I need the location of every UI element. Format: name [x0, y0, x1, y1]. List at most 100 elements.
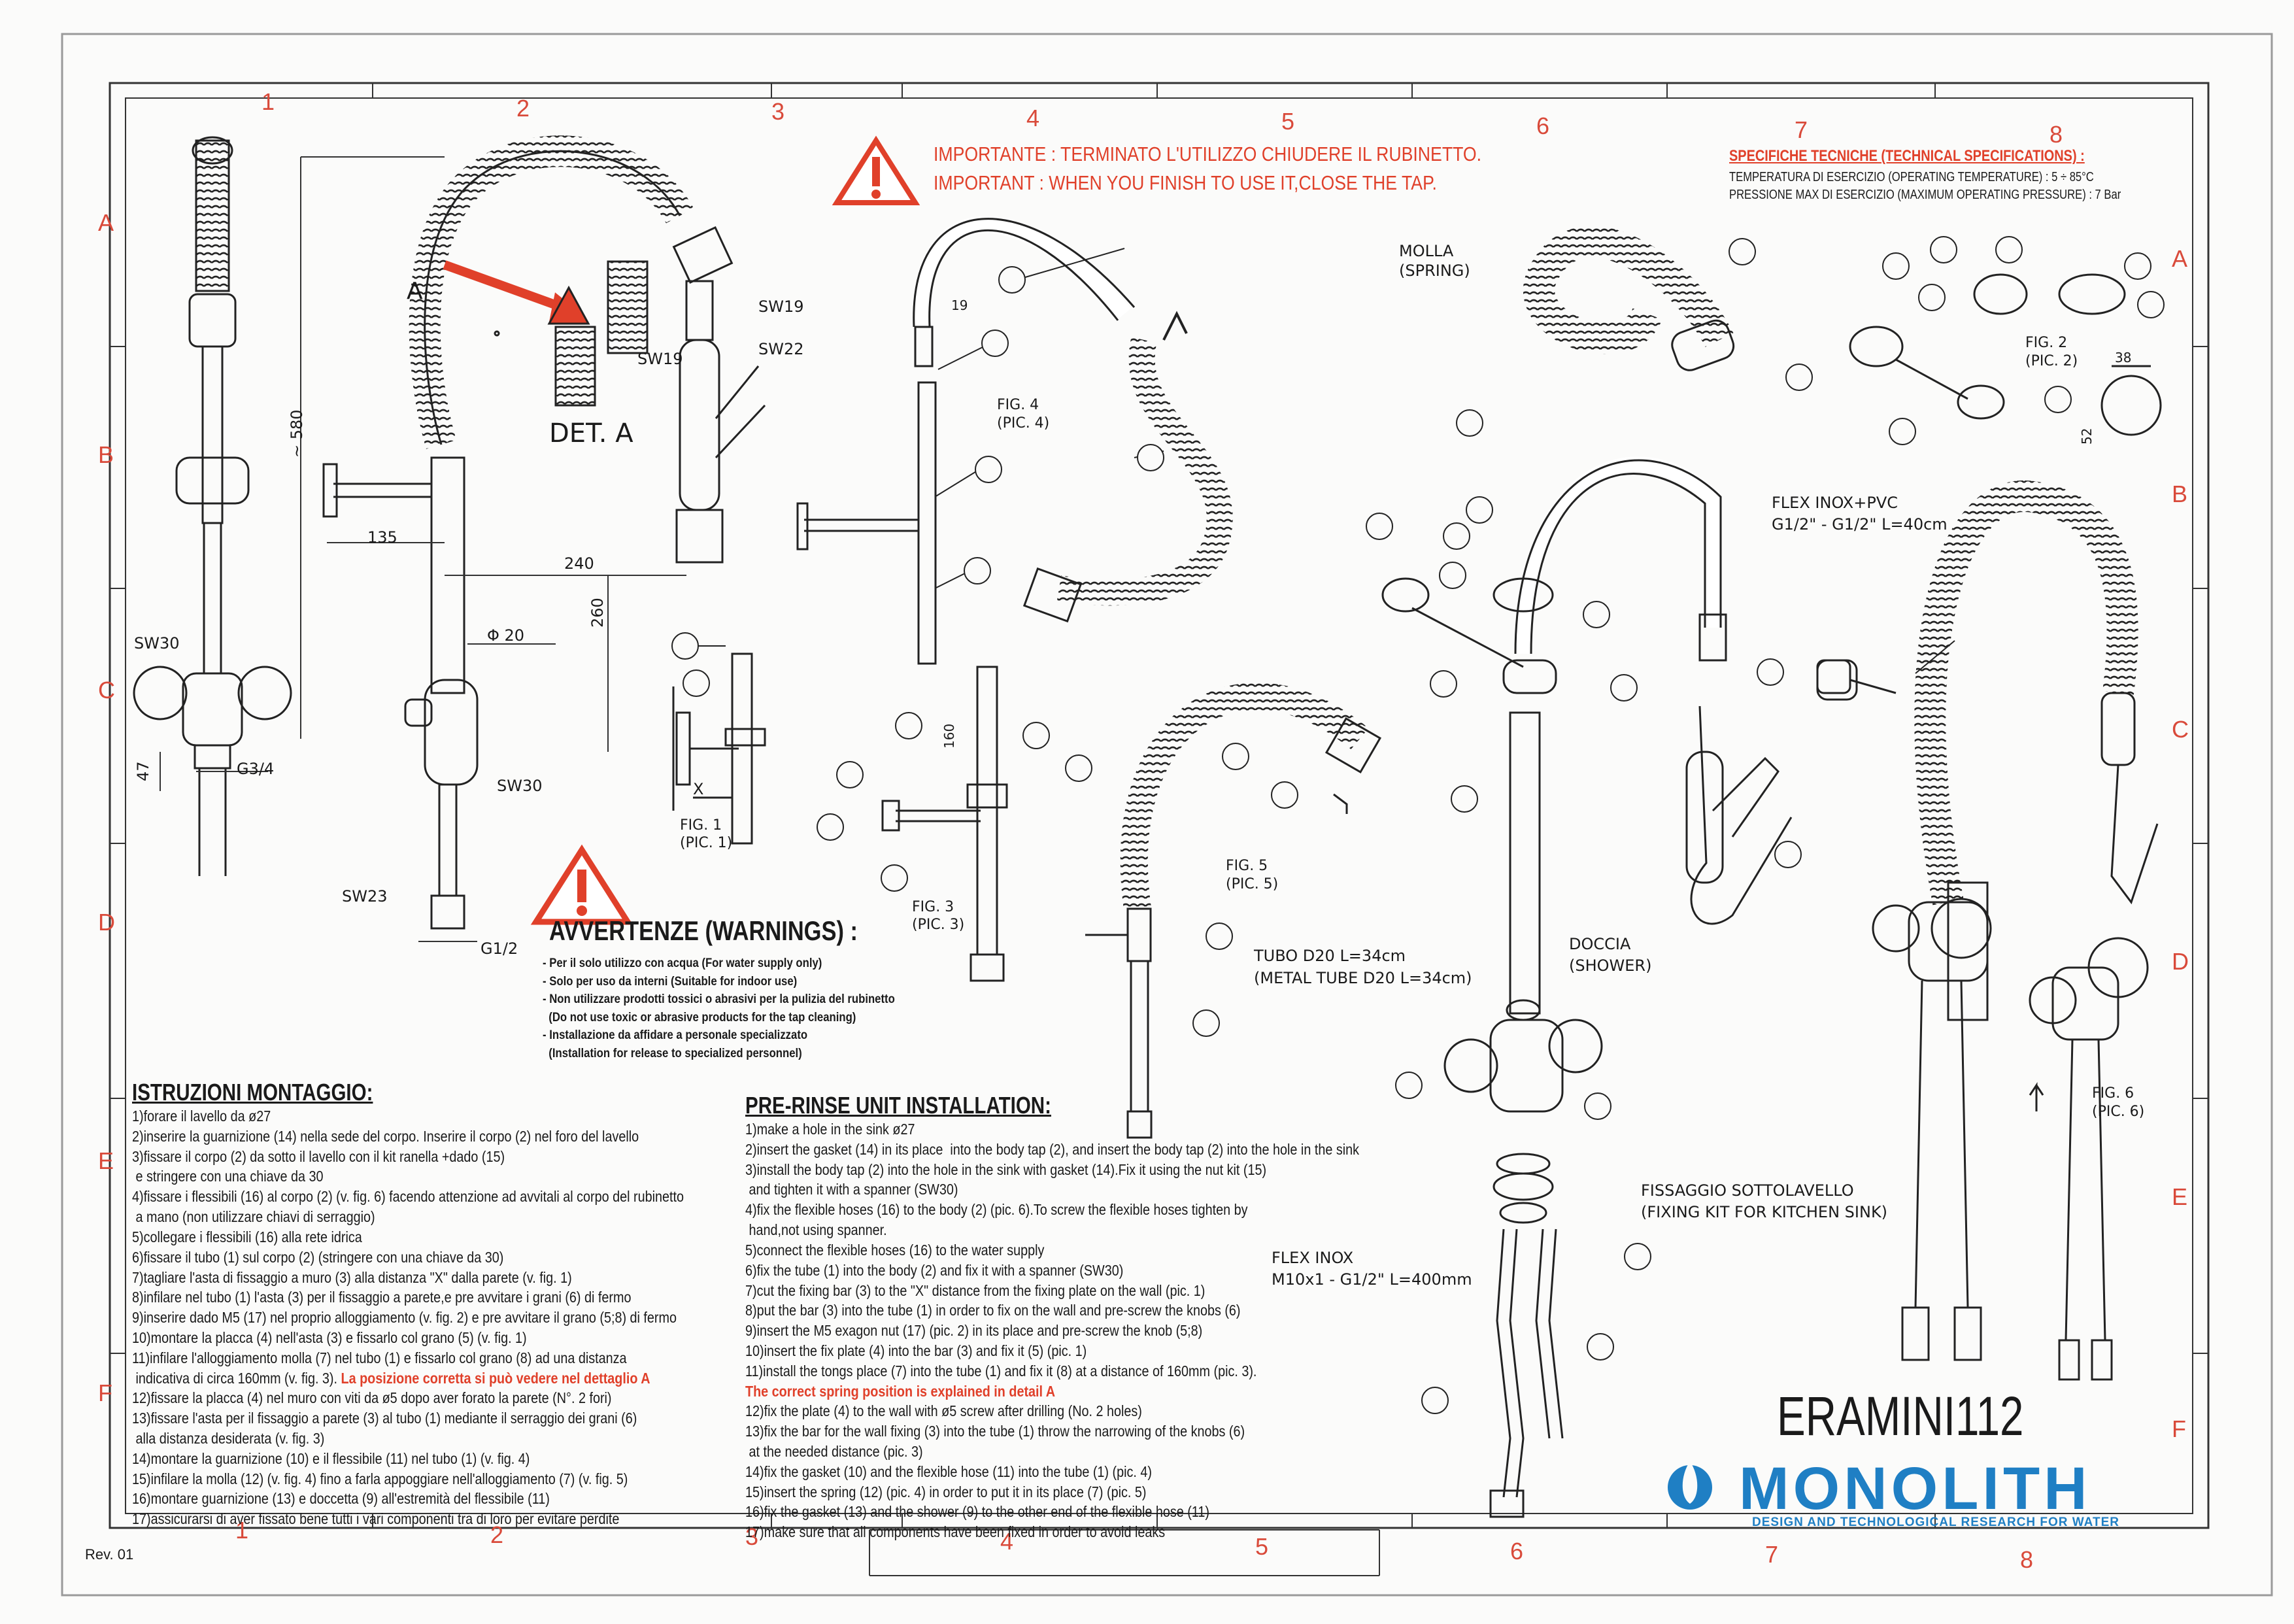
sw22-label: SW22 [758, 340, 804, 358]
instruction-line: 4)fissare i flessibili (16) al corpo (2)… [132, 1188, 684, 1206]
column-label: 5 [1281, 108, 1295, 135]
dimension-label: X [693, 780, 704, 798]
warning-item: (Do not use toxic or abrasive products f… [543, 1010, 856, 1024]
instructions-it-list: 1)forare il lavello da ø27 2)inserire la… [132, 1106, 684, 1529]
row-label: D [2172, 948, 2189, 975]
figure-label: (PIC. 2) [2025, 353, 2078, 369]
dimension-label: 19 [951, 297, 968, 313]
detail-a-marker: A [407, 278, 423, 305]
brand-tagline: DESIGN AND TECHNOLOGICAL RESEARCH FOR WA… [1752, 1515, 2119, 1529]
fixing-kit-label-en: (FIXING KIT FOR KITCHEN SINK) [1641, 1203, 1888, 1221]
instruction-line: 2)inserire la guarnizione (14) nella sed… [132, 1127, 639, 1145]
figure-label: (PIC. 4) [997, 415, 1050, 431]
instruction-line: 12)fissare la placca (4) nel muro con vi… [132, 1389, 612, 1407]
instruction-line: 9)insert the M5 exagon nut (17) (pic. 2)… [745, 1322, 1203, 1340]
instruction-line: 1)forare il lavello da ø27 [132, 1108, 271, 1125]
instruction-line: 3)fissare il corpo (2) da sotto il lavel… [132, 1147, 505, 1165]
fig-2 [1849, 273, 2162, 436]
instruction-line: 15)infilare la molla (12) (v. fig. 4) fi… [132, 1470, 628, 1487]
paper-border [61, 33, 2273, 1597]
fixing-kit-label: FISSAGGIO SOTTOLAVELLO [1641, 1181, 1854, 1200]
column-label: 2 [516, 95, 530, 122]
warning-item: - Non utilizzare prodotti tossici o abra… [543, 992, 895, 1007]
row-label: F [2172, 1415, 2186, 1442]
monolith-logo-icon [1668, 1461, 1712, 1510]
row-label: D [98, 909, 115, 936]
figure-label: FIG. 5 [1226, 858, 1268, 874]
instruction-line: 14)montare la guarnizione (10) e il fles… [132, 1449, 530, 1467]
sw30-label: SW30 [134, 634, 180, 652]
instruction-line: a mano (non utilizzare chiavi di serragg… [132, 1208, 375, 1226]
instruction-line: 10)montare la placca (4) nell'asta (3) e… [132, 1328, 527, 1346]
figure-label: (PIC. 3) [912, 917, 965, 933]
frame-inner [125, 97, 2193, 1514]
sw30-label: SW30 [497, 777, 543, 795]
fig-5 [1085, 683, 1382, 1139]
row-label: B [2172, 481, 2188, 507]
fig-1 [672, 652, 766, 845]
instruction-line: 9)inserire dado M5 (17) nel proprio allo… [132, 1309, 677, 1327]
instruction-line: 5)collegare i flessibili (16) alla rete … [132, 1228, 362, 1245]
instruction-line: 16)fix the gasket (13) and the shower (9… [745, 1503, 1209, 1521]
shower-label-en: (SHOWER) [1569, 956, 1652, 975]
fig-3 [881, 666, 1008, 982]
row-label: A [2172, 245, 2188, 272]
instruction-line: 1)make a hole in the sink ø27 [745, 1121, 915, 1138]
warning-item: - Installazione da affidare a personale … [543, 1028, 808, 1043]
figure-label: FIG. 3 [912, 899, 954, 915]
figure-label: (PIC. 6) [2092, 1104, 2145, 1120]
instruction-line: at the needed distance (pic. 3) [745, 1443, 923, 1460]
warning-item: - Solo per uso da interni (Suitable for … [543, 974, 798, 989]
instruction-line: 13)fissare l'asta per il fissaggio a par… [132, 1410, 637, 1427]
instruction-line: 12)fix the plate (4) to the wall with ø5… [745, 1402, 1142, 1420]
instruction-line: 6)fissare il tubo (1) sul corpo (2) (str… [132, 1248, 504, 1266]
flex-inox-spec: M10x1 - G1/2" L=400mm [1272, 1270, 1472, 1289]
dimension-label: Φ 20 [487, 626, 525, 645]
figure-label: (PIC. 5) [1226, 876, 1279, 892]
frame-outer [109, 82, 2210, 1529]
specs-title: SPECIFICHE TECNICHE (TECHNICAL SPECIFICA… [1729, 147, 2085, 165]
figure-label: FIG. 2 [2025, 335, 2068, 351]
column-label: 6 [1510, 1538, 1524, 1565]
instruction-line: 17)assicurarsi di aver fissato bene tutt… [132, 1510, 620, 1528]
column-label: 3 [745, 1523, 759, 1550]
instruction-line: 7)tagliare l'asta di fissaggio a muro (3… [132, 1268, 572, 1286]
row-label: E [98, 1147, 114, 1174]
flex-inox-label: FLEX INOX [1272, 1249, 1354, 1267]
column-label: 7 [1765, 1541, 1779, 1568]
column-label: 2 [490, 1521, 504, 1548]
dimension-label: ~ 580 [288, 409, 306, 458]
instruction-line: 5)connect the flexible hoses (16) to the… [745, 1241, 1045, 1259]
part-balloons [671, 236, 2165, 1414]
row-label: F [98, 1379, 112, 1406]
specs-pressure: PRESSIONE MAX DI ESERCIZIO (MAXIMUM OPER… [1729, 188, 2121, 202]
instruction-line: 6)fix the tube (1) into the body (2) and… [745, 1261, 1124, 1279]
column-label: 8 [2049, 121, 2063, 148]
instruction-line: 2)insert the gasket (14) in its place in… [745, 1140, 1359, 1158]
thread-g34-label: G3/4 [237, 760, 275, 778]
warning-item: (Installation for release to specialized… [543, 1046, 802, 1060]
dimension-label: 135 [367, 528, 397, 547]
column-label: 6 [1536, 112, 1550, 139]
title-block [869, 1529, 1380, 1576]
instruction-line: e stringere con una chiave da 30 [132, 1168, 324, 1185]
row-label: A [98, 209, 114, 236]
dimension-label: 38 [2115, 350, 2132, 365]
instruction-text: indicativa di circa 160mm (v. fig. 3). [132, 1369, 341, 1387]
important-note-en: IMPORTANT : WHEN YOU FINISH TO USE IT,CL… [934, 171, 1437, 194]
dimension-label: 47 [134, 761, 152, 781]
instructions-en-list: 1)make a hole in the sink ø27 2)insert t… [745, 1119, 1359, 1542]
column-label: 1 [235, 1517, 249, 1544]
spring-label-en: (SPRING) [1399, 262, 1470, 280]
figure-label: FIG. 4 [997, 397, 1039, 413]
instruction-line: 14)fix the gasket (10) and the flexible … [745, 1463, 1152, 1480]
thread-g12-label: G1/2 [481, 939, 518, 958]
detail-a-label: DET. A [549, 418, 633, 448]
detail-a [443, 260, 649, 407]
dimension-label: 240 [564, 554, 594, 573]
flex-hose-label: FLEX INOX+PVC [1772, 494, 1898, 512]
instruction-line: hand,not using spanner. [745, 1221, 887, 1239]
warning-triangle-icon [530, 135, 920, 925]
sw19-label: SW19 [637, 350, 683, 368]
